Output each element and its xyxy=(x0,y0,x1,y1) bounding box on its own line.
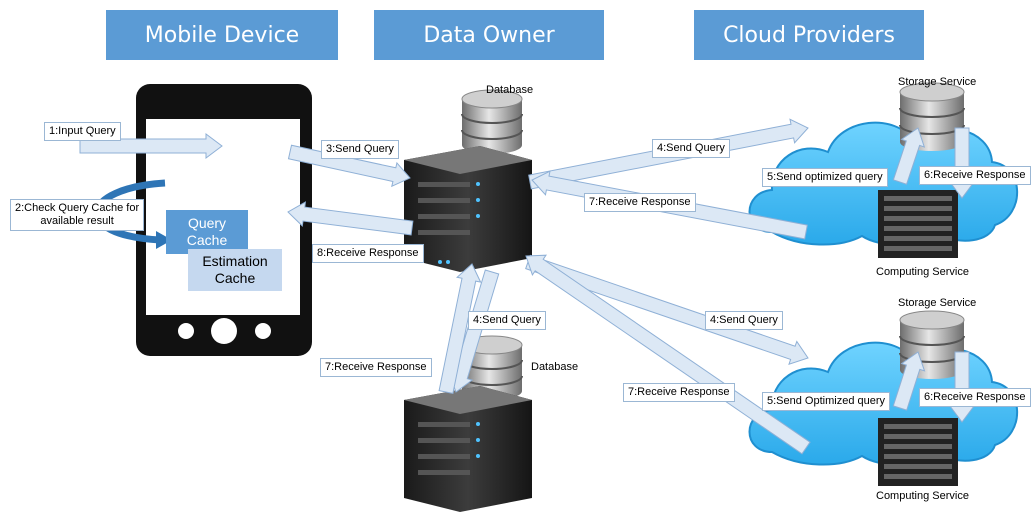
storage-service-caption-top: Storage Service xyxy=(898,76,977,88)
mobile-device-header: Mobile Device xyxy=(106,10,338,60)
step-8-receive-response: 8:Receive Response xyxy=(312,244,424,263)
step-4-send-query-db-bottom: 4:Send Query xyxy=(468,311,546,330)
step-7-receive-response-db-bottom: 7:Receive Response xyxy=(320,358,432,377)
step-2-check-cache: 2:Check Query Cache for available result xyxy=(10,199,145,231)
step-7-receive-response-cloud-bottom: 7:Receive Response xyxy=(623,383,735,402)
estimation-cache-box: Estimation Cache xyxy=(188,249,282,291)
step-7-receive-response-cloud-top: 7:Receive Response xyxy=(584,193,696,212)
computing-service-icon-bottom xyxy=(878,418,958,486)
arrow-receive-7-cloud xyxy=(525,254,811,455)
step-6-receive-response-top: 6:Receive Response xyxy=(919,166,1031,185)
step-1-input-query: 1:Input Query xyxy=(44,122,121,141)
arrow-receive-8 xyxy=(287,201,414,236)
step-2-line-2: available result xyxy=(40,215,114,227)
database-caption-top: Database xyxy=(486,84,534,96)
arrow-receive-7-db xyxy=(438,263,482,394)
arrow-optimized-top xyxy=(892,127,926,185)
query-cache-box: Query Cache xyxy=(166,210,248,254)
step-3-send-query: 3:Send Query xyxy=(321,140,399,159)
computing-service-caption-top: Computing Service xyxy=(876,266,969,278)
cloud-providers-header: Cloud Providers xyxy=(694,10,924,60)
storage-service-caption-bottom: Storage Service xyxy=(898,297,977,309)
server-icon-top xyxy=(404,146,532,272)
arrow-send-query-3 xyxy=(287,144,411,188)
computing-service-icon-top xyxy=(878,190,958,258)
database-icon-top xyxy=(461,89,523,154)
step-2-line-1: 2:Check Query Cache for xyxy=(15,202,140,214)
step-5-optimized-query-bottom: 5:Send Optimized query xyxy=(762,392,891,411)
arrow-send-query-4-cloud xyxy=(525,254,809,365)
step-6-receive-response-bottom: 6:Receive Response xyxy=(919,388,1031,407)
step-4-send-query-cloud-bottom: 4:Send Query xyxy=(705,311,783,330)
arrow-optimized-bottom xyxy=(892,351,926,411)
step-5-optimized-query-top: 5:Send optimized query xyxy=(762,168,888,187)
computing-service-caption-bottom: Computing Service xyxy=(876,490,969,502)
data-owner-header: Data Owner xyxy=(374,10,604,60)
step-4-send-query-cloud-top: 4:Send Query xyxy=(652,139,730,158)
server-icon-bottom xyxy=(404,386,532,512)
database-caption-bottom: Database xyxy=(531,361,579,373)
